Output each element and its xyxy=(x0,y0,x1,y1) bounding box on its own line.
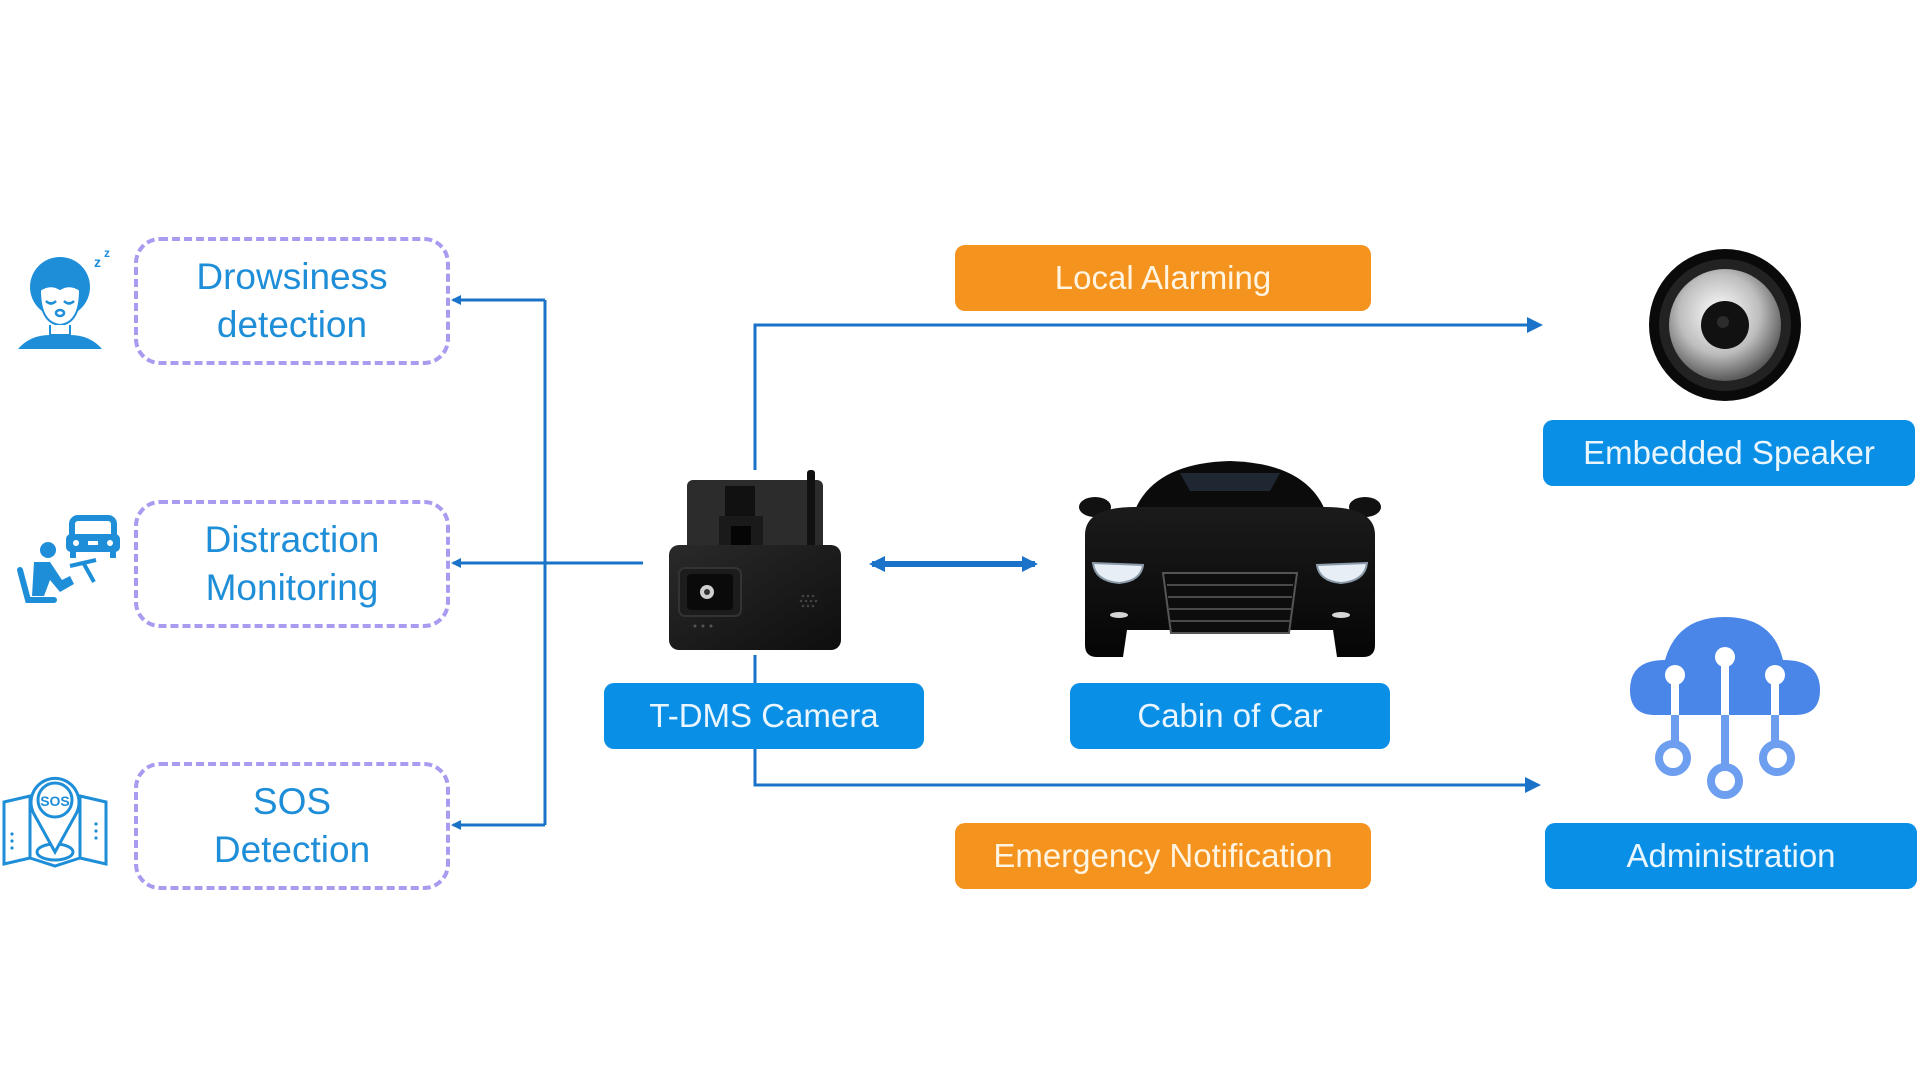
cabin-of-car-label: Cabin of Car xyxy=(1070,683,1390,749)
emergency-notification-label: Emergency Notification xyxy=(955,823,1371,889)
distraction-monitoring-box: Distraction Monitoring xyxy=(134,500,450,628)
distraction-line2: Monitoring xyxy=(205,567,379,608)
svg-text:z: z xyxy=(104,246,110,260)
svg-text:SOS: SOS xyxy=(40,793,70,809)
drowsiness-detection-box: Drowsiness detection xyxy=(134,237,450,365)
local-alarming-label: Local Alarming xyxy=(955,245,1371,311)
local-alarming-path xyxy=(753,317,1543,470)
drowsiness-line1: Drowsiness xyxy=(196,256,388,297)
sos-location-icon: SOS xyxy=(0,762,110,872)
administration-label: Administration xyxy=(1545,823,1917,889)
distracted-driver-icon xyxy=(10,500,120,610)
sos-line2: Detection xyxy=(213,829,371,870)
svg-text:z: z xyxy=(94,254,101,270)
sos-line1: SOS xyxy=(252,781,332,822)
sleeping-face-icon: z z xyxy=(10,245,120,355)
distraction-line1: Distraction xyxy=(204,519,380,560)
car-icon xyxy=(1075,455,1385,665)
tdms-camera-label: T-DMS Camera xyxy=(604,683,924,749)
embedded-speaker-label: Embedded Speaker xyxy=(1543,420,1915,486)
speaker-icon xyxy=(1645,245,1805,405)
drowsiness-line2: detection xyxy=(216,304,368,345)
cloud-network-icon xyxy=(1625,605,1825,805)
tdms-camera-device xyxy=(665,470,845,655)
sos-detection-box: SOS Detection xyxy=(134,762,450,890)
